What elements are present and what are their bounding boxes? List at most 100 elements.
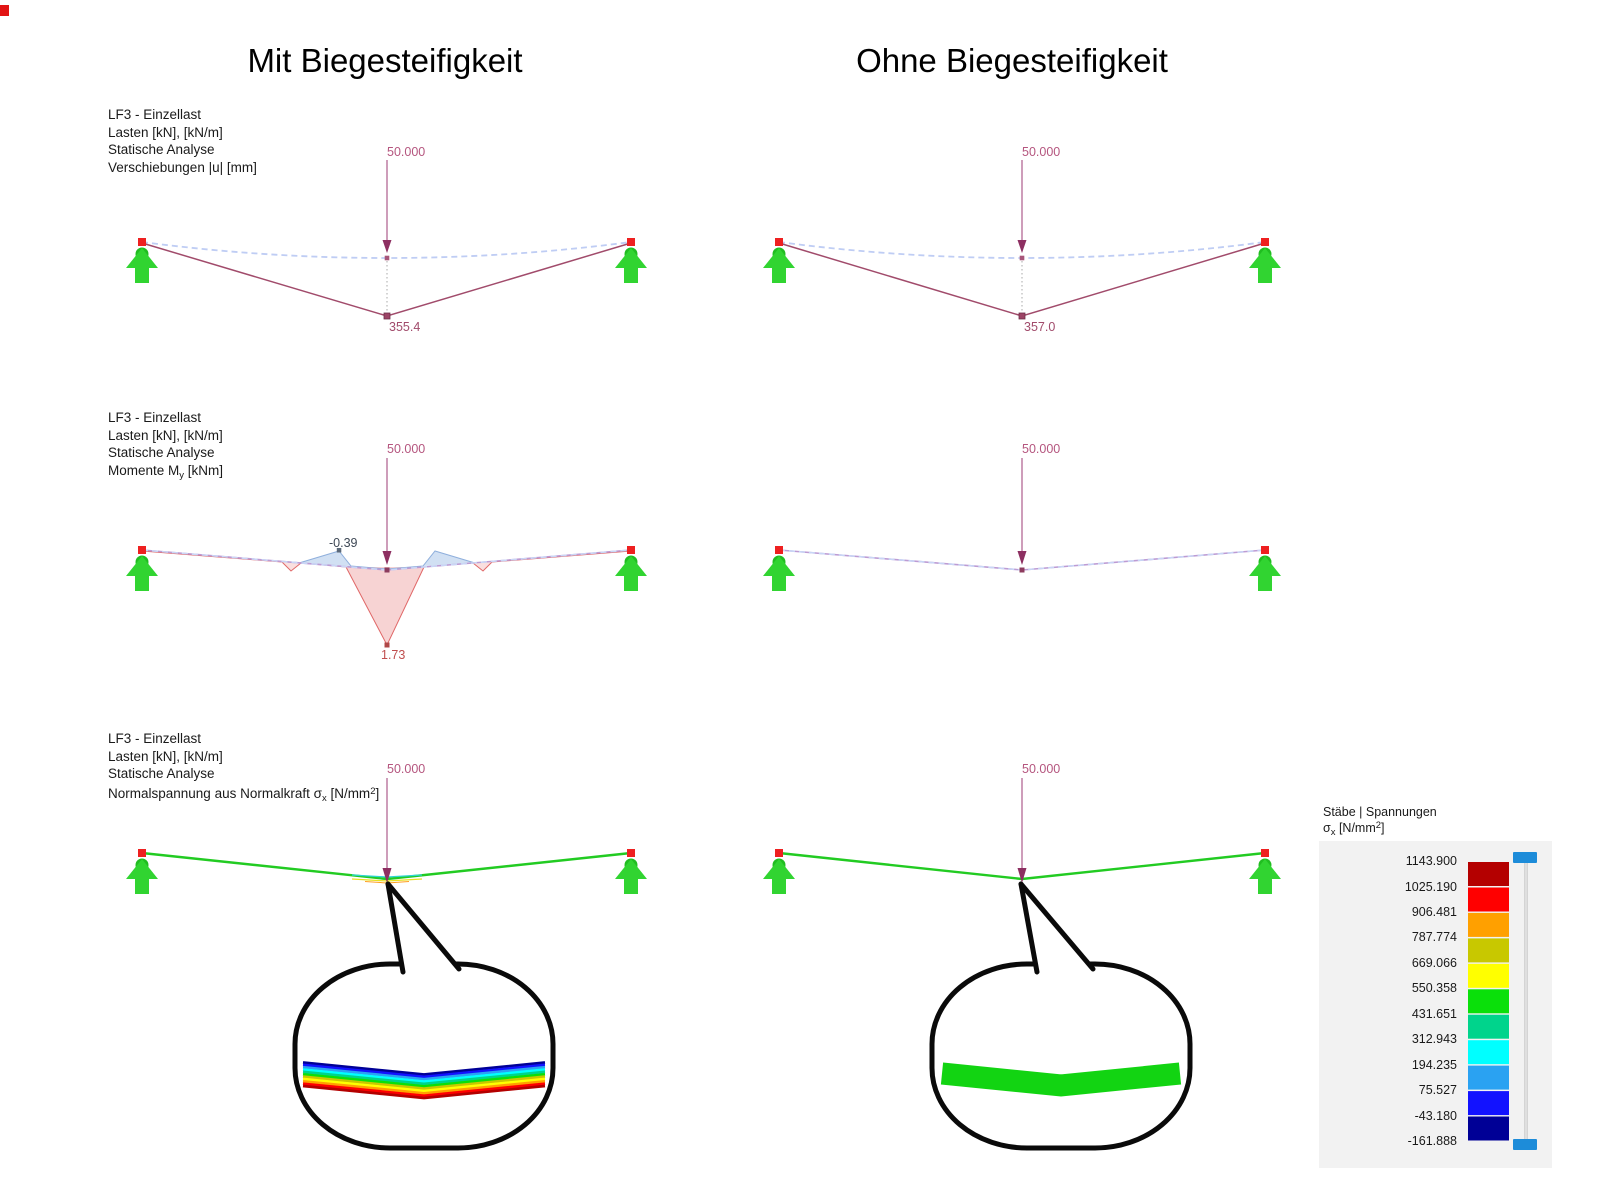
callout-bubble	[292, 961, 556, 1151]
support-arrow-icon	[126, 238, 158, 283]
support-arrow-icon	[615, 238, 647, 283]
crosssection-band	[302, 1082, 546, 1098]
moment-spike-area	[473, 562, 492, 571]
moment-max-value: 1.73	[381, 648, 406, 662]
max-displacement-value: 357.0	[1024, 320, 1056, 334]
load-arrow-head	[1017, 240, 1027, 253]
load-arrow-head	[1017, 868, 1027, 883]
crosssection-band	[302, 1079, 546, 1095]
crosssection-band	[302, 1063, 546, 1079]
legend-color-block	[1468, 1065, 1509, 1090]
legend-scale-value: 75.527	[1418, 1083, 1457, 1097]
header-line: LF3 - Einzellast	[108, 731, 202, 746]
legend-scale-value: -43.180	[1414, 1109, 1457, 1123]
result-header-stress: LF3 - Einzellast Lasten [kN], [kN/m] Sta…	[108, 730, 379, 807]
callout-tail-edge	[1018, 881, 1040, 975]
crosssection-band	[302, 1068, 546, 1083]
panel-stress-right	[763, 778, 1281, 1151]
load-arrow-head	[382, 551, 392, 565]
moment-spike-area	[282, 562, 301, 571]
header-line: LF3 - Einzellast	[108, 107, 202, 122]
load-value-label: 50.000	[387, 145, 426, 159]
moment-min-value: -0.39	[329, 536, 358, 550]
max-displacement-value: 355.4	[389, 320, 421, 334]
legend-scale-value: 669.066	[1411, 956, 1457, 970]
load-value-label: 50.000	[387, 442, 426, 456]
header-line: Statische Analyse	[108, 766, 215, 781]
legend-scale-value: 1025.190	[1404, 880, 1457, 894]
legend-scale-value: 431.651	[1411, 1007, 1457, 1021]
legend-panel	[1319, 841, 1552, 1168]
support-arrow-icon	[1249, 849, 1281, 894]
crosssection-band	[302, 1077, 546, 1093]
panel-moment-left	[126, 458, 647, 648]
moment-min-node	[336, 548, 342, 553]
crosssection-stress-uniform	[940, 1062, 1182, 1097]
header-line: Lasten [kN], [kN/m]	[108, 427, 223, 443]
crosssection-band	[302, 1084, 546, 1100]
support-arrow-icon	[1249, 238, 1281, 283]
load-arrow-head	[382, 240, 392, 253]
column-title-left: Mit Biegesteifigkeit	[247, 42, 523, 79]
crosssection-band	[302, 1072, 546, 1088]
moment-max-node	[384, 642, 390, 648]
legend-title-line: Stäbe | Spannungen	[1323, 805, 1437, 819]
legend-unit-line: σx [N/mm2]	[1323, 820, 1385, 838]
result-header-moment: LF3 - Einzellast Lasten [kN], [kN/m] Sta…	[108, 409, 223, 484]
legend-scale-value: 787.774	[1411, 930, 1457, 944]
legend-scale-value: 906.481	[1411, 905, 1457, 919]
header-line: LF3 - Einzellast	[108, 410, 202, 425]
legend-background	[1319, 841, 1552, 1168]
legend-color-block	[1468, 912, 1509, 937]
legend-slider-track[interactable]	[1524, 857, 1528, 1147]
callout-bubble	[929, 961, 1193, 1151]
load-arrow-head	[1017, 551, 1027, 565]
legend-scale-value: 550.358	[1411, 981, 1457, 995]
panel-stress-left	[126, 778, 647, 1151]
max-displacement-node	[383, 312, 391, 320]
moment-positive-area	[346, 567, 424, 645]
callout-tail-edge	[1018, 881, 1096, 972]
legend-color-block	[1468, 1014, 1509, 1039]
legend-slider-handle-bottom[interactable]	[1513, 1139, 1537, 1150]
crosssection-band	[302, 1065, 546, 1081]
moment-negative-area	[423, 551, 475, 566]
panel-displacement-right	[763, 160, 1281, 320]
header-line: Normalspannung aus Normalkraft σx [N/mm2…	[108, 785, 380, 804]
header-line: Statische Analyse	[108, 142, 215, 157]
beam-midpoint-node	[1019, 567, 1025, 573]
crosssection-stress-gradient	[302, 1061, 546, 1100]
legend-scale-value: 194.235	[1411, 1058, 1457, 1072]
legend-color-block	[1468, 1040, 1509, 1065]
callout-tail-edge	[385, 881, 406, 975]
column-title-right: Ohne Biegesteifigkeit	[856, 42, 1168, 79]
support-arrow-icon	[126, 849, 158, 894]
screen-corner-marker	[0, 5, 9, 16]
support-arrow-icon	[615, 849, 647, 894]
support-arrow-icon	[763, 849, 795, 894]
header-line: Statische Analyse	[108, 445, 215, 460]
legend-color-block	[1468, 963, 1509, 988]
support-arrow-icon	[763, 546, 795, 591]
load-value-label: 50.000	[387, 762, 426, 776]
legend-color-block	[1468, 887, 1509, 912]
support-arrow-icon	[1249, 546, 1281, 591]
beam-midpoint-node	[384, 255, 390, 261]
max-displacement-node	[1018, 312, 1026, 320]
support-arrow-icon	[615, 546, 647, 591]
legend-color-block	[1468, 1091, 1509, 1116]
legend-slider-handle-top[interactable]	[1513, 852, 1537, 863]
callout-tail-edge	[385, 881, 462, 972]
beam-midpoint-node	[1019, 255, 1025, 261]
result-header-displacement: LF3 - Einzellast Lasten [kN], [kN/m] Sta…	[108, 106, 257, 176]
panel-moment-right	[763, 458, 1281, 591]
legend-color-block	[1468, 938, 1509, 963]
beam-midpoint-node	[384, 567, 390, 573]
crosssection-uniform-strip	[940, 1062, 1182, 1097]
header-line: Lasten [kN], [kN/m]	[108, 124, 223, 140]
support-arrow-icon	[763, 238, 795, 283]
panel-displacement-left	[126, 160, 647, 320]
header-line: Verschiebungen |u| [mm]	[108, 159, 257, 175]
